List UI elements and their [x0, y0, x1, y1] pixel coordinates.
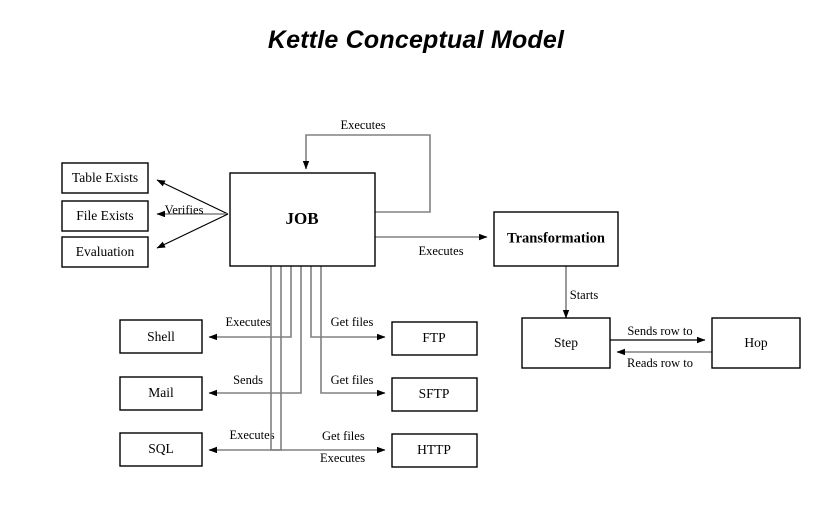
node-label-http: HTTP — [417, 442, 451, 457]
edge-job-executes-self: Executes — [302, 118, 431, 213]
node-label-mail: Mail — [148, 385, 174, 400]
node-label-file-exists: File Exists — [76, 208, 133, 223]
node-label-hop: Hop — [744, 335, 767, 350]
edge-label-executes-transformation: Executes — [418, 244, 463, 258]
node-label-sql: SQL — [148, 441, 174, 456]
node-file-exists[interactable]: File Exists — [61, 200, 149, 232]
edge-label-executes-http: Executes — [320, 451, 365, 465]
node-table-exists[interactable]: Table Exists — [61, 162, 149, 194]
edge-job-table-exists — [156, 179, 229, 215]
node-label-table-exists: Table Exists — [72, 170, 138, 185]
edge-job-ftp: Get files — [310, 266, 386, 341]
edge-label-get-files-sftp: Get files — [331, 373, 374, 387]
edge-label-executes-shell: Executes — [225, 315, 270, 329]
node-label-transformation: Transformation — [507, 230, 605, 246]
edge-step-hop: Sends row to — [610, 324, 706, 344]
edge-label-verifies: Verifies — [165, 203, 204, 217]
edge-label-executes-sql: Executes — [229, 428, 274, 442]
edge-transformation-step: Starts — [562, 266, 599, 319]
node-hop[interactable]: Hop — [711, 317, 801, 369]
edge-label-executes-self: Executes — [340, 118, 385, 132]
node-label-job: JOB — [285, 209, 318, 228]
edge-job-sftp: Get files — [320, 266, 386, 397]
edge-label-sends-row-to: Sends row to — [627, 324, 692, 338]
node-mail[interactable]: Mail — [119, 376, 203, 411]
node-transformation[interactable]: Transformation — [493, 211, 619, 267]
node-label-shell: Shell — [147, 329, 175, 344]
edge-job-mail: Sends — [208, 266, 302, 397]
node-http[interactable]: HTTP — [391, 433, 478, 468]
node-job[interactable]: JOB — [229, 172, 376, 267]
edge-label-starts: Starts — [570, 288, 599, 302]
page-title: Kettle Conceptual Model — [267, 26, 565, 54]
node-step[interactable]: Step — [521, 317, 611, 369]
node-sftp[interactable]: SFTP — [391, 377, 478, 412]
edge-job-file-exists: Verifies — [156, 203, 228, 218]
edge-job-http: Get files Executes — [270, 266, 386, 465]
edge-job-shell: Executes — [208, 266, 292, 341]
edge-label-reads-row-to: Reads row to — [627, 356, 693, 370]
edge-label-get-files-ftp: Get files — [331, 315, 374, 329]
node-label-ftp: FTP — [422, 330, 445, 345]
node-sql[interactable]: SQL — [119, 432, 203, 467]
node-label-sftp: SFTP — [419, 386, 450, 401]
edge-hop-step: Reads row to — [616, 348, 712, 370]
node-label-evaluation: Evaluation — [76, 244, 135, 259]
node-shell[interactable]: Shell — [119, 319, 203, 354]
node-label-step: Step — [554, 335, 578, 350]
node-evaluation[interactable]: Evaluation — [61, 236, 149, 268]
edge-job-evaluation — [156, 213, 229, 249]
edge-label-get-files-http: Get files — [322, 429, 365, 443]
node-ftp[interactable]: FTP — [391, 321, 478, 356]
edge-label-sends-mail: Sends — [233, 373, 263, 387]
edge-job-transformation: Executes — [375, 233, 488, 258]
